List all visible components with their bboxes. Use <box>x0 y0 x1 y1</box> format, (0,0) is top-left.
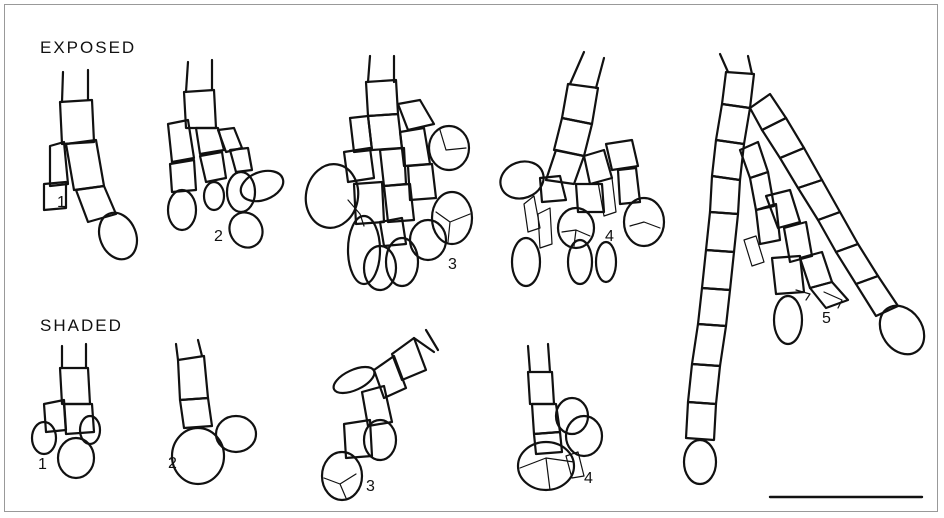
shaded-specimen-3 <box>322 330 438 500</box>
exposed-specimen-4 <box>495 52 664 286</box>
exposed-specimen-5 <box>684 54 933 484</box>
exposed-specimen-2 <box>168 60 287 254</box>
shaded-specimen-2 <box>172 340 256 484</box>
exposed-specimen-1 <box>44 70 144 265</box>
shaded-specimen-4 <box>518 344 602 490</box>
exposed-specimen-3 <box>301 56 472 290</box>
shaded-specimen-1 <box>32 344 100 478</box>
